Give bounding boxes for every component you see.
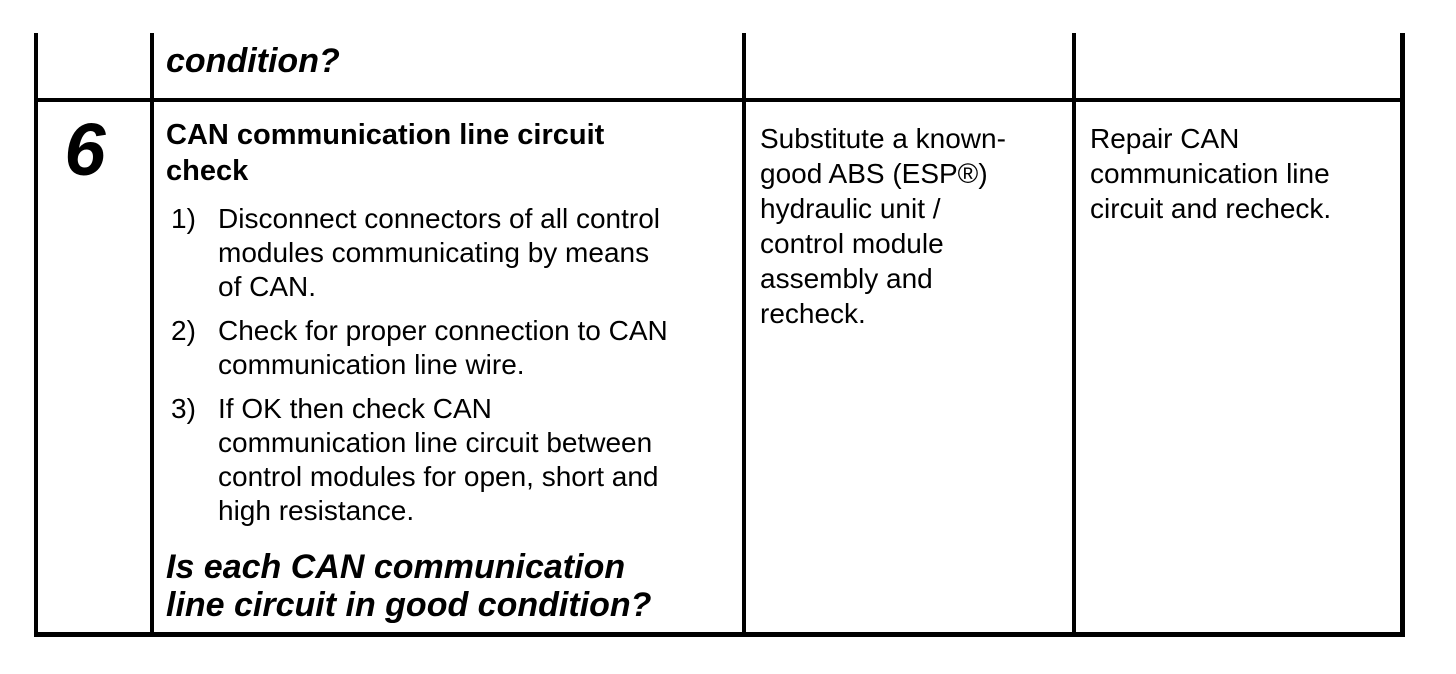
procedure-step: 2) Check for proper connection to CAN co… [166,314,728,382]
procedure-cell: CAN communication line circuit check 1) … [150,98,742,632]
step-number: 6 [64,108,106,191]
prev-row-question-cell: condition? [150,33,742,98]
step-text: If OK then check CAN communication line … [218,393,659,526]
procedure-step: 1) Disconnect connectors of all control … [166,202,728,304]
step-marker: 2) [171,315,196,346]
yes-action-cell: Substitute a known- good ABS (ESP®) hydr… [742,98,1072,632]
step-number-cell: 6 [38,98,150,632]
step-marker: 3) [171,393,196,424]
step-marker: 1) [171,203,196,234]
prev-row-yes-cell [742,33,1072,98]
step-text: Check for proper connection to CAN commu… [218,315,668,380]
diagnostic-table: condition? 6 CAN communication line circ… [34,33,1405,637]
prev-row-number-cell [38,33,150,98]
confirmation-question: Is each CAN communication line circuit i… [166,548,652,624]
procedure-steps: 1) Disconnect connectors of all control … [166,202,728,528]
step-text: Disconnect connectors of all control mod… [218,203,660,302]
procedure-step: 3) If OK then check CAN communication li… [166,392,728,528]
prev-row-no-cell [1072,33,1400,98]
procedure-title: CAN communication line circuit check [166,119,605,187]
no-action-cell: Repair CAN communication line circuit an… [1072,98,1400,632]
prev-row-question-fragment: condition? [166,42,340,80]
